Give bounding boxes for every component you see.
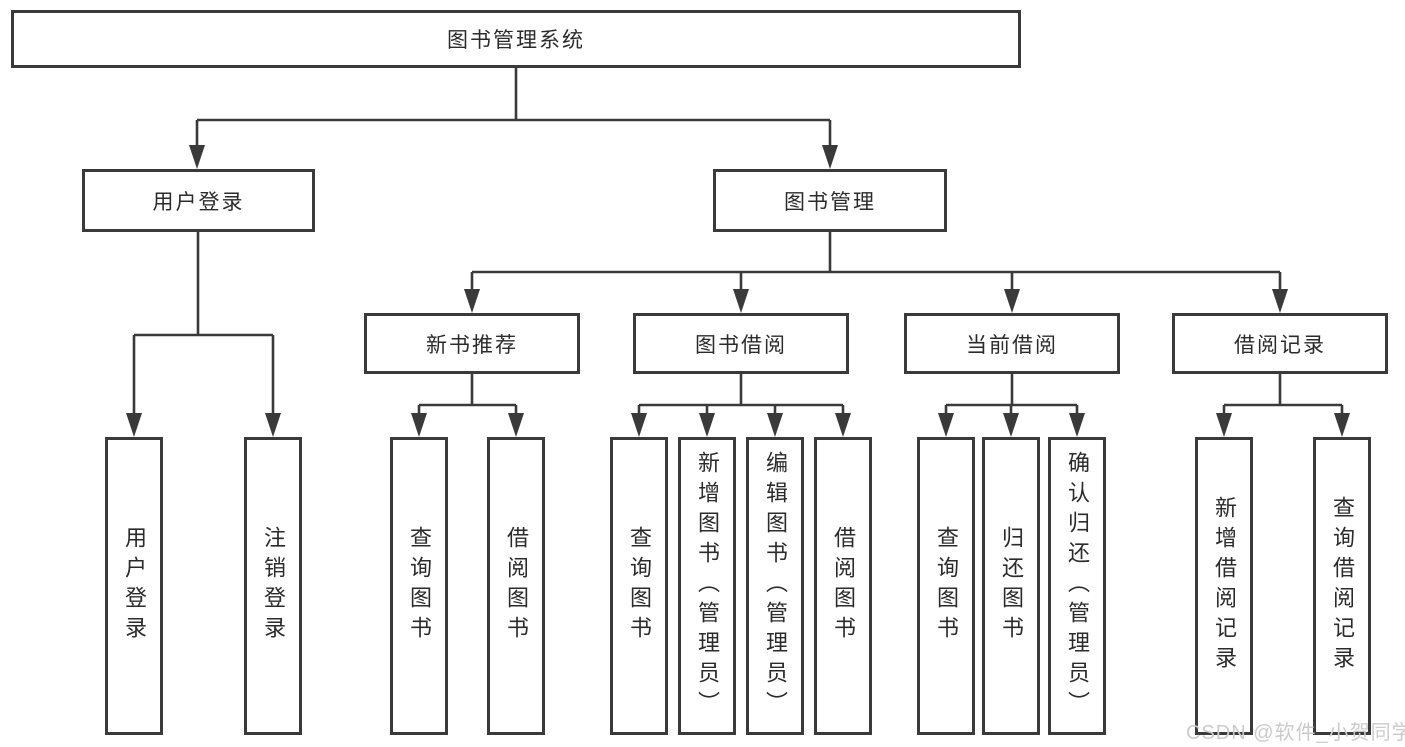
group-book-borrow: 图书借阅 (633, 313, 849, 374)
leaf-query-borrow-record: 查询借阅记录 (1313, 437, 1371, 735)
root-node: 图书管理系统 (11, 10, 1021, 68)
group-borrow-record-label: 借阅记录 (1234, 333, 1326, 357)
leaf-user-login: 用户登录 (105, 437, 163, 735)
branch-user-login-label: 用户登录 (152, 190, 245, 214)
connector-user-login-to-leaves (126, 232, 281, 437)
connector-new-book-to-leaves (411, 374, 524, 437)
leaf-borrow-books-1-label: 借阅图书 (504, 526, 529, 646)
leaf-add-books-admin-label: 新增图书（管理员） (695, 451, 720, 721)
group-current-borrow-label: 当前借阅 (966, 333, 1058, 357)
leaf-confirm-return-admin: 确认归还（管理员） (1048, 437, 1106, 735)
leaf-query-books-3-label: 查询图书 (934, 526, 959, 646)
leaf-add-borrow-record: 新增借阅记录 (1195, 437, 1253, 735)
leaf-query-books-2: 查询图书 (610, 437, 668, 735)
branch-user-login: 用户登录 (82, 169, 315, 232)
root-node-label: 图书管理系统 (447, 29, 585, 52)
group-new-book-recommend-label: 新书推荐 (426, 333, 518, 357)
leaf-add-books-admin: 新增图书（管理员） (678, 437, 736, 735)
branch-book-management: 图书管理 (713, 169, 947, 232)
leaf-borrow-books-2-label: 借阅图书 (831, 526, 856, 646)
connector-current-borrow-to-leaves (938, 374, 1085, 437)
leaf-add-borrow-record-label: 新增借阅记录 (1212, 496, 1237, 676)
leaf-query-books-1-label: 查询图书 (407, 526, 432, 646)
leaf-return-books-label: 归还图书 (999, 526, 1024, 646)
group-new-book-recommend: 新书推荐 (364, 313, 580, 374)
connector-book-borrow-to-leaves (631, 374, 851, 437)
leaf-logout-label: 注销登录 (261, 526, 286, 646)
leaf-edit-books-admin: 编辑图书（管理员） (746, 437, 804, 735)
connector-borrow-record-to-leaves (1216, 374, 1350, 437)
group-borrow-record: 借阅记录 (1172, 313, 1388, 374)
leaf-query-books-3: 查询图书 (917, 437, 975, 735)
branch-book-management-label: 图书管理 (784, 190, 876, 214)
leaf-confirm-return-admin-label: 确认归还（管理员） (1065, 451, 1090, 721)
leaf-query-books-1: 查询图书 (390, 437, 448, 735)
watermark: CSDN @软件_小贺同学 (1186, 722, 1405, 744)
group-book-borrow-label: 图书借阅 (695, 333, 787, 357)
leaf-borrow-books-2: 借阅图书 (814, 437, 872, 735)
connector-book-mgmt-to-level3 (464, 231, 1288, 313)
connector-root-to-level2 (189, 68, 838, 169)
leaf-return-books: 归还图书 (982, 437, 1040, 735)
group-current-borrow: 当前借阅 (904, 313, 1120, 374)
leaf-query-borrow-record-label: 查询借阅记录 (1330, 496, 1355, 676)
leaf-logout: 注销登录 (244, 437, 302, 735)
leaf-borrow-books-1: 借阅图书 (487, 437, 545, 735)
leaf-edit-books-admin-label: 编辑图书（管理员） (763, 451, 788, 721)
leaf-query-books-2-label: 查询图书 (627, 526, 652, 646)
leaf-user-login-label: 用户登录 (122, 526, 147, 646)
